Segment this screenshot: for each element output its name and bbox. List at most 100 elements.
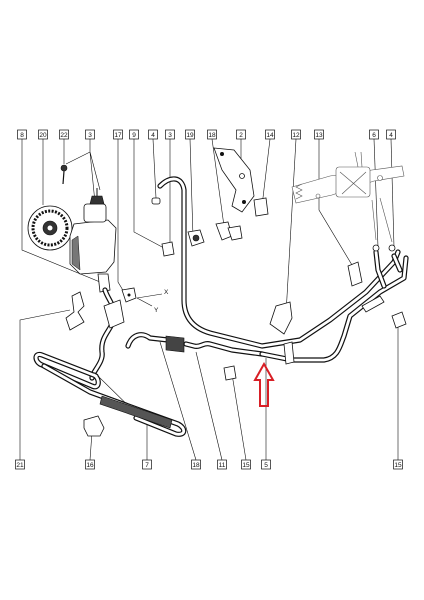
top-label-box	[148, 129, 158, 140]
leader-18b	[159, 341, 197, 461]
leader-16	[89, 431, 93, 461]
part-17-hole	[127, 293, 131, 297]
part-22-bolt	[60, 164, 68, 172]
top-label-0: 8	[17, 129, 27, 140]
leader-21	[19, 309, 71, 460]
leader-13	[318, 139, 356, 271]
top-label-10: 2	[236, 129, 246, 140]
part-15-clip-a	[223, 365, 237, 381]
top-label-text: 2	[239, 132, 243, 139]
top-label-box	[207, 129, 217, 140]
rack-detail-2	[341, 171, 367, 195]
reservoir-cap	[89, 195, 105, 205]
top-label-box	[236, 129, 246, 140]
top-label-text: 17	[114, 132, 122, 139]
part-9-union	[161, 241, 175, 257]
leader-15a	[231, 373, 247, 461]
top-label-box	[85, 129, 95, 140]
hose-clamp-block	[103, 299, 125, 329]
top-label-2: 22	[59, 129, 69, 140]
oil-cooler	[33, 351, 187, 437]
pump-pulley-groove	[31, 209, 69, 247]
top-label-box	[38, 129, 48, 140]
bottom-label-box	[191, 459, 201, 470]
bottom-label-text: 11	[219, 462, 226, 469]
bottom-label-0: 21	[15, 459, 25, 470]
bottom-label-text: 15	[242, 462, 250, 469]
bottom-label-1: 16	[85, 459, 95, 470]
top-label-box	[265, 129, 275, 140]
return-hose	[125, 332, 265, 381]
leader-14	[261, 138, 271, 207]
top-label-box	[113, 129, 123, 140]
top-label-5: 9	[129, 129, 139, 140]
top-label-box	[165, 129, 175, 140]
bottom-label-box	[261, 459, 271, 470]
top-label-box	[129, 129, 139, 140]
bottom-label-5: 15	[241, 459, 251, 470]
top-label-text: 22	[60, 132, 68, 139]
top-label-text: 8	[20, 132, 24, 139]
bottom-label-text: 21	[16, 462, 24, 469]
top-label-15: 4	[386, 129, 396, 140]
rack-bolt-1	[377, 175, 383, 181]
leader-18a	[211, 138, 225, 227]
top-label-text: 3	[168, 132, 172, 139]
top-label-text: 19	[186, 132, 194, 139]
pump-body-shade	[71, 235, 81, 271]
rack-valve-line	[371, 199, 377, 241]
pump-fitting	[97, 273, 111, 293]
bottom-label-4: 11	[217, 459, 227, 470]
part-14-clip	[253, 197, 269, 217]
pump-reservoir	[83, 203, 107, 223]
top-label-12: 12	[291, 129, 301, 140]
top-label-box	[17, 129, 27, 140]
top-label-1: 20	[38, 129, 48, 140]
pump-assembly	[27, 164, 117, 293]
top-label-text: 4	[151, 132, 155, 139]
bottom-label-box	[393, 459, 403, 470]
rack-housing	[335, 166, 371, 198]
top-label-3: 3	[85, 129, 95, 140]
leader-3a	[65, 139, 101, 234]
top-label-text: 20	[39, 132, 47, 139]
rack-detail-1	[339, 171, 367, 195]
leader-lines	[19, 138, 399, 461]
part-18-filter	[165, 335, 185, 353]
top-label-text: 9	[132, 132, 136, 139]
top-label-13: 13	[314, 129, 324, 140]
leader-17	[117, 139, 125, 293]
part-12-bracket	[269, 301, 293, 335]
axis-y-label: Y	[154, 307, 159, 314]
leader-12	[285, 138, 297, 315]
rack-shaft-1	[354, 151, 359, 168]
top-label-text: 18	[208, 132, 216, 139]
small-fittings	[151, 147, 407, 335]
bottom-label-3: 18	[191, 459, 201, 470]
top-label-text: 12	[292, 132, 300, 139]
bottom-label-7: 15	[393, 459, 403, 470]
top-label-box	[369, 129, 379, 140]
pump-body	[69, 219, 117, 275]
bottom-label-text: 16	[86, 462, 94, 469]
leader-19	[189, 138, 194, 238]
top-label-8: 19	[185, 129, 195, 140]
line-joint-left	[283, 341, 295, 365]
part-2-bracket	[213, 147, 255, 213]
top-label-14: 6	[369, 129, 379, 140]
top-label-box	[59, 129, 69, 140]
rack-shaft-2	[360, 151, 363, 168]
leader-9	[133, 139, 165, 249]
part-2-hole-1	[220, 152, 224, 156]
pump-pressure-hose	[89, 287, 137, 381]
bottom-label-box	[142, 459, 152, 470]
part-2-hole-2	[239, 173, 245, 179]
line-sleeve	[361, 295, 385, 313]
cooler-fin-bar	[99, 395, 173, 429]
part-15-clip-b	[391, 311, 407, 329]
top-label-text: 14	[266, 132, 274, 139]
part-2-hole-3	[242, 200, 246, 204]
top-label-box	[314, 129, 324, 140]
part-13-clip	[347, 261, 363, 287]
